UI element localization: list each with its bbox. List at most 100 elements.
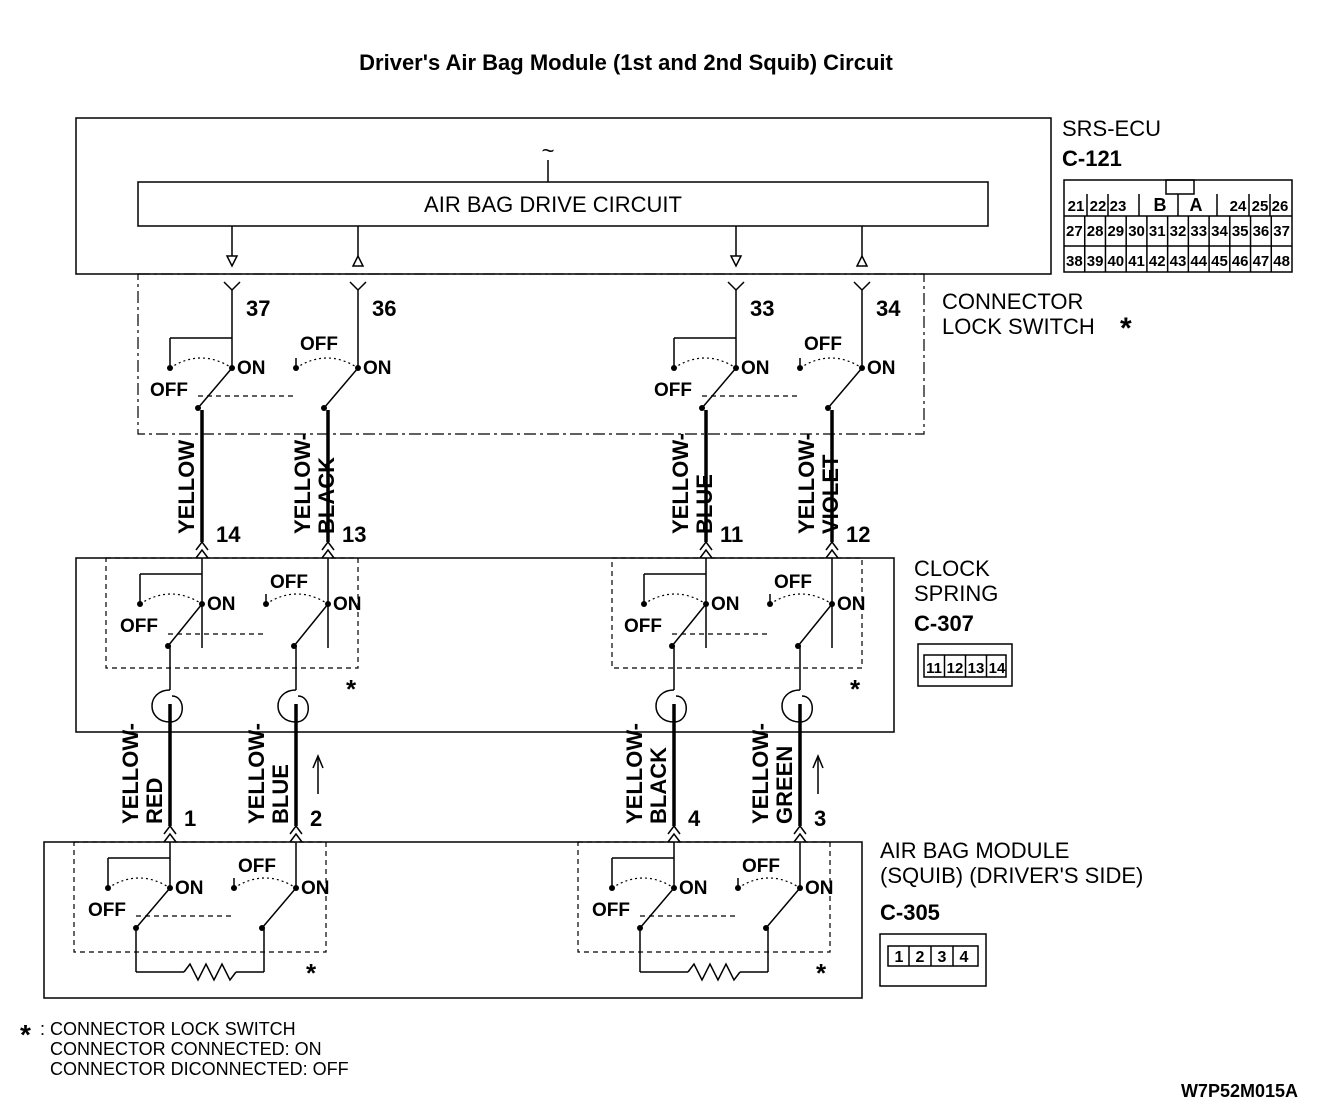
clock-spring-coil — [781, 689, 801, 723]
switch-pivot-dot — [825, 405, 831, 411]
clock-pin-number: 13 — [342, 522, 366, 547]
clock-spring-coil — [295, 695, 309, 723]
air-bag-module-box — [43, 841, 863, 999]
connector-fork — [853, 281, 871, 292]
switch-blade — [135, 887, 171, 929]
wire-color-label: VIOLET — [818, 454, 843, 534]
note-line-3: CONNECTOR DICONNECTED: OFF — [50, 1059, 349, 1079]
ecu-signal: ~ — [542, 138, 555, 163]
connector-fork — [223, 281, 241, 292]
c121-pin: 42 — [1149, 253, 1166, 270]
air-bag-label-1: AIR BAG MODULE — [880, 838, 1069, 863]
switch-off-label: OFF — [120, 616, 158, 637]
clock-spring-group: YELLOW14YELLOW-BLACK13YELLOW-BLUE11YELLO… — [118, 410, 870, 843]
note-line-2: CONNECTOR CONNECTED: ON — [50, 1039, 322, 1059]
c121-pin: 21 — [1068, 198, 1085, 215]
note-line-1: : CONNECTOR LOCK SWITCH — [40, 1019, 296, 1039]
squib-resistor — [687, 962, 741, 982]
switch-on-label: ON — [207, 594, 236, 615]
clock-spring-coil — [673, 695, 687, 723]
switch-on-label: ON — [237, 358, 266, 379]
c121-pin: 39 — [1087, 253, 1104, 270]
clock-spring-coil — [277, 689, 297, 723]
connector-arrow — [289, 824, 303, 835]
clock-spring-coil — [169, 695, 183, 723]
diagram-code: W7P52M015A — [1181, 1081, 1298, 1101]
clock-spring-label-1: CLOCK — [914, 556, 990, 581]
c121-pin: 22 — [1090, 198, 1107, 215]
wire-color-label: GREEN — [772, 746, 797, 824]
switch-blade — [293, 603, 329, 647]
connector-arrow — [163, 824, 177, 835]
switch-off-label: OFF — [804, 334, 842, 355]
c121-pin: 48 — [1273, 253, 1290, 270]
switch-off-label: OFF — [88, 900, 126, 921]
switch-blade — [167, 603, 203, 647]
current-arrow-head — [812, 754, 824, 769]
wire-color-label: YELLOW- — [244, 723, 269, 824]
switch-blade — [797, 603, 833, 647]
switch-on-label: ON — [837, 594, 866, 615]
wire-color-label: YELLOW- — [748, 723, 773, 824]
c121-pin: B — [1154, 195, 1167, 215]
clock-spring-coil — [655, 689, 675, 723]
air-bag-star-left: * — [306, 958, 317, 988]
c121-pin: 31 — [1149, 223, 1166, 240]
switch-pivot-dot — [195, 405, 201, 411]
wire-color-label: YELLOW- — [622, 723, 647, 824]
connector-arrow — [825, 548, 839, 559]
srs-ecu-label: SRS-ECU — [1062, 116, 1161, 141]
c121-pin: 45 — [1211, 253, 1228, 270]
c121-pin: 37 — [1273, 223, 1290, 240]
c121-pin: 28 — [1087, 223, 1104, 240]
connector-arrow — [163, 832, 177, 843]
connector-arrow — [699, 548, 713, 559]
clock-pin-number: 11 — [720, 522, 743, 547]
switch-off-label: OFF — [150, 380, 188, 401]
wire-color-label: YELLOW- — [794, 433, 819, 534]
switch-blade — [323, 367, 359, 409]
clock-spring-star-right: * — [850, 674, 861, 704]
c121-pin: 36 — [1253, 223, 1270, 240]
connector-arrow — [699, 540, 713, 551]
air-bag-label-2: (SQUIB) (DRIVER'S SIDE) — [880, 863, 1143, 888]
current-arrow-head — [312, 754, 324, 769]
c121-pin: 24 — [1230, 198, 1247, 215]
switch-pivot-dot — [321, 405, 327, 411]
c121-pin: 23 — [1110, 198, 1127, 215]
switch-off-label: OFF — [624, 616, 662, 637]
lock-pin-number: 37 — [246, 296, 270, 321]
wire-color-label: BLUE — [268, 764, 293, 824]
c307-pin: 13 — [968, 660, 985, 677]
air-bag-pin-number: 2 — [310, 806, 322, 831]
clock-spring-star-left: * — [346, 674, 357, 704]
switch-blade — [261, 887, 297, 929]
wire-color-label: RED — [142, 778, 167, 824]
wire-color-label: BLUE — [692, 474, 717, 534]
c121-pin: 30 — [1128, 223, 1145, 240]
air-bag-star-right: * — [816, 958, 827, 988]
clock-spring-coil — [799, 695, 813, 723]
switch-off-label: OFF — [742, 856, 780, 877]
output-triangle — [855, 254, 869, 267]
wire-color-label: YELLOW — [174, 440, 199, 534]
clock-pin-number: 14 — [216, 522, 241, 547]
switch-on-label: ON — [805, 878, 834, 899]
switch-on-label: ON — [679, 878, 708, 899]
c305-pin: 2 — [916, 949, 925, 966]
clock-spring-box — [75, 557, 895, 733]
connector-arrow — [289, 832, 303, 843]
switch-on-label: ON — [333, 594, 362, 615]
switch-on-label: ON — [741, 358, 770, 379]
page-title: Driver's Air Bag Module (1st and 2nd Squ… — [359, 50, 893, 75]
connector-arrow — [321, 540, 335, 551]
clock-spring-coil — [151, 689, 171, 723]
c307-pin: 14 — [989, 660, 1006, 677]
connector-arrow — [195, 540, 209, 551]
c121-pin: 40 — [1107, 253, 1124, 270]
connector-arrow — [793, 832, 807, 843]
air-bag-drive-circuit-label: AIR BAG DRIVE CIRCUIT — [424, 192, 682, 217]
c121-pin: 29 — [1107, 223, 1124, 240]
c121-pin: 44 — [1190, 253, 1207, 270]
